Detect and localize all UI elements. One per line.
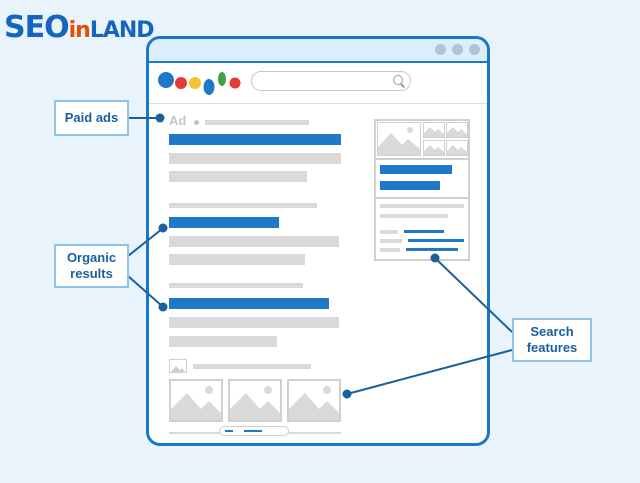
- ad-snippet-line: [169, 171, 307, 182]
- panel-main-image: [377, 122, 421, 156]
- panel-fact-link[interactable]: [408, 239, 464, 242]
- panel-thumbnail-image: [446, 122, 468, 138]
- organic-snippet-line: [169, 236, 339, 247]
- organic-title-link[interactable]: [169, 298, 329, 309]
- panel-text-line: [380, 204, 464, 208]
- panel-fact-link[interactable]: [406, 248, 458, 251]
- callout-search-features-text: Search features: [526, 324, 578, 355]
- organic-snippet-line: [169, 336, 277, 347]
- organic-snippet-line: [169, 317, 339, 328]
- image-pack-header-line: [193, 364, 311, 369]
- panel-fact-key: [380, 230, 398, 234]
- panel-fact-link[interactable]: [404, 230, 444, 233]
- image-thumbnail[interactable]: [287, 379, 341, 422]
- image-pack-icon: [169, 359, 187, 373]
- image-thumbnail[interactable]: [169, 379, 223, 422]
- window-dot-icon: [435, 44, 446, 55]
- callout-organic-results-text: Organic results: [66, 250, 117, 281]
- logo-land-text: LAND: [89, 18, 155, 43]
- search-icon[interactable]: [393, 75, 403, 85]
- organic-url-line: [169, 283, 303, 288]
- panel-thumbnail-image: [446, 140, 468, 156]
- callout-search-features: Search features: [512, 318, 592, 362]
- window-dot-icon: [469, 44, 480, 55]
- panel-divider: [376, 158, 468, 160]
- panel-title-line: [380, 165, 452, 174]
- ad-label: Ad: [169, 113, 187, 128]
- image-thumbnail[interactable]: [228, 379, 282, 422]
- organic-url-line: [169, 203, 317, 208]
- header-divider: [149, 103, 487, 104]
- logo-in-text: in: [68, 18, 91, 43]
- ad-snippet-line: [169, 153, 341, 164]
- arrow-right-icon: [225, 430, 233, 432]
- panel-fact-key: [380, 248, 400, 252]
- panel-thumbnail-image: [423, 122, 445, 138]
- panel-divider: [376, 197, 468, 199]
- window-dot-icon: [452, 44, 463, 55]
- panel-thumbnail-image: [423, 140, 445, 156]
- panel-subtitle-line: [380, 181, 440, 190]
- seo-in-land-logo: SEOinLAND: [4, 10, 155, 45]
- panel-fact-key: [380, 239, 402, 243]
- search-input[interactable]: [251, 71, 411, 91]
- carousel-progress-bar: [244, 430, 262, 432]
- callout-paid-ads: Paid ads: [54, 100, 129, 136]
- organic-title-link[interactable]: [169, 217, 279, 228]
- ad-dot-icon: [194, 120, 199, 125]
- logo-seo-text: SEO: [4, 10, 70, 45]
- organic-snippet-line: [169, 254, 305, 265]
- search-engine-logo-icon: [158, 72, 241, 95]
- browser-titlebar: [149, 39, 487, 63]
- panel-text-line: [380, 214, 448, 218]
- callout-paid-ads-text: Paid ads: [64, 110, 119, 125]
- ad-url-line: [205, 120, 309, 125]
- callout-organic-results: Organic results: [54, 244, 129, 288]
- ad-title-link[interactable]: [169, 134, 341, 145]
- browser-window: Ad: [146, 36, 490, 446]
- carousel-scroll-handle[interactable]: [219, 426, 289, 436]
- knowledge-panel[interactable]: [374, 119, 470, 261]
